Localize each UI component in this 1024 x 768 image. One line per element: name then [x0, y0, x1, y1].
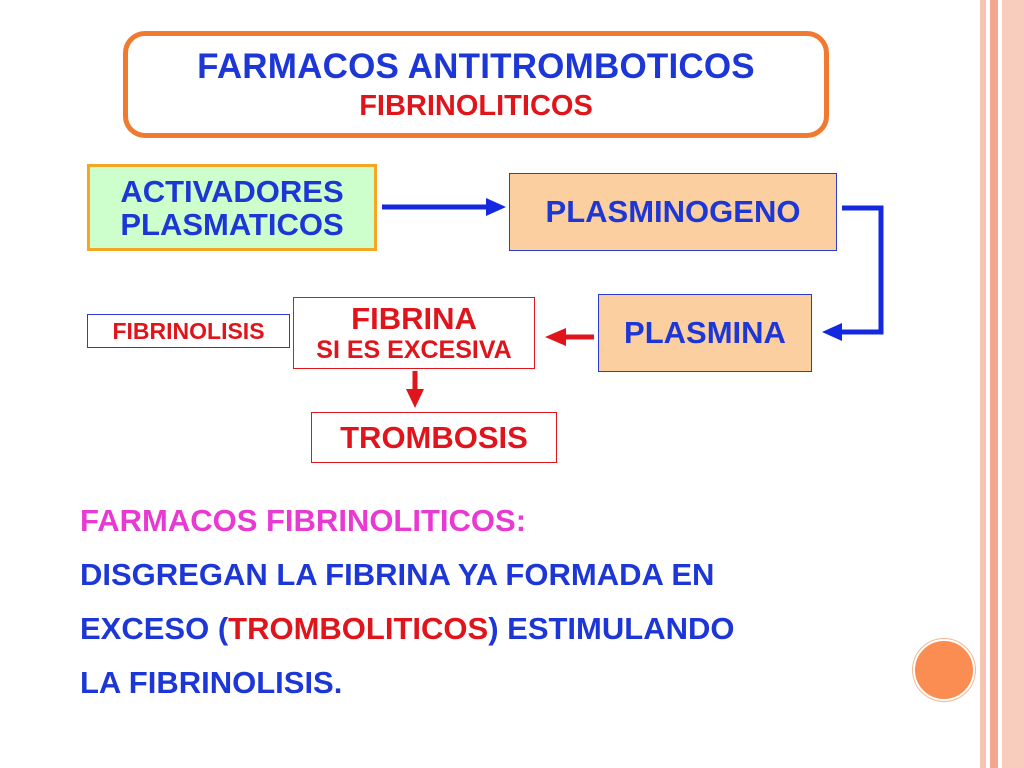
node-fibrinolisis-label: FIBRINOLISIS: [112, 317, 265, 344]
arrow-plasminogeno-to-plasmina: [822, 205, 884, 341]
node-trombosis: TROMBOSIS: [311, 412, 557, 463]
slide-title: FARMACOS ANTITROMBOTICOS: [197, 46, 755, 86]
title-box: FARMACOS ANTITROMBOTICOS FIBRINOLITICOS: [123, 31, 829, 138]
edge-stripe-4: [998, 0, 1002, 768]
node-plasminogeno-label: PLASMINOGENO: [545, 194, 801, 229]
edge-stripe-5: [1002, 0, 1024, 768]
edge-stripe-2: [986, 0, 990, 768]
node-fibrinolisis: FIBRINOLISIS: [87, 314, 290, 348]
node-fibrina: FIBRINA SI ES EXCESIVA: [293, 297, 535, 369]
description-line2-after: ) ESTIMULANDO: [488, 611, 735, 646]
description-line2-before: EXCESO (: [80, 611, 229, 646]
node-activadores-line1: ACTIVADORES: [120, 173, 344, 209]
node-activadores-plasmaticos: ACTIVADORES PLASMATICOS: [87, 164, 377, 251]
node-plasminogeno: PLASMINOGENO: [509, 173, 837, 251]
description-line3: LA FIBRINOLISIS.: [80, 665, 343, 700]
node-fibrina-line1: FIBRINA: [351, 301, 477, 336]
description-block: FARMACOS FIBRINOLITICOS: DISGREGAN LA FI…: [80, 494, 900, 710]
node-plasmina: PLASMINA: [598, 294, 812, 372]
node-plasmina-label: PLASMINA: [624, 315, 786, 350]
description-highlight-trombolitico: TROMBOLITICOS: [228, 611, 489, 646]
decorative-circle: [913, 639, 975, 701]
description-heading: FARMACOS FIBRINOLITICOS:: [80, 503, 527, 538]
node-fibrina-line2: SI ES EXCESIVA: [316, 336, 512, 364]
description-line1: DISGREGAN LA FIBRINA YA FORMADA EN: [80, 557, 715, 592]
edge-stripe-3: [990, 0, 998, 768]
node-trombosis-label: TROMBOSIS: [340, 419, 528, 455]
node-activadores-line2: PLASMATICOS: [120, 206, 344, 242]
arrow-plasmina-to-fibrina: [545, 328, 594, 346]
slide-subtitle: FIBRINOLITICOS: [359, 89, 593, 122]
edge-stripe-1: [980, 0, 986, 768]
arrow-activadores-to-plasminogeno: [382, 198, 506, 216]
arrow-fibrina-to-trombosis: [406, 371, 424, 408]
description-line2: EXCESO (TROMBOLITICOS) ESTIMULANDO: [80, 602, 900, 656]
